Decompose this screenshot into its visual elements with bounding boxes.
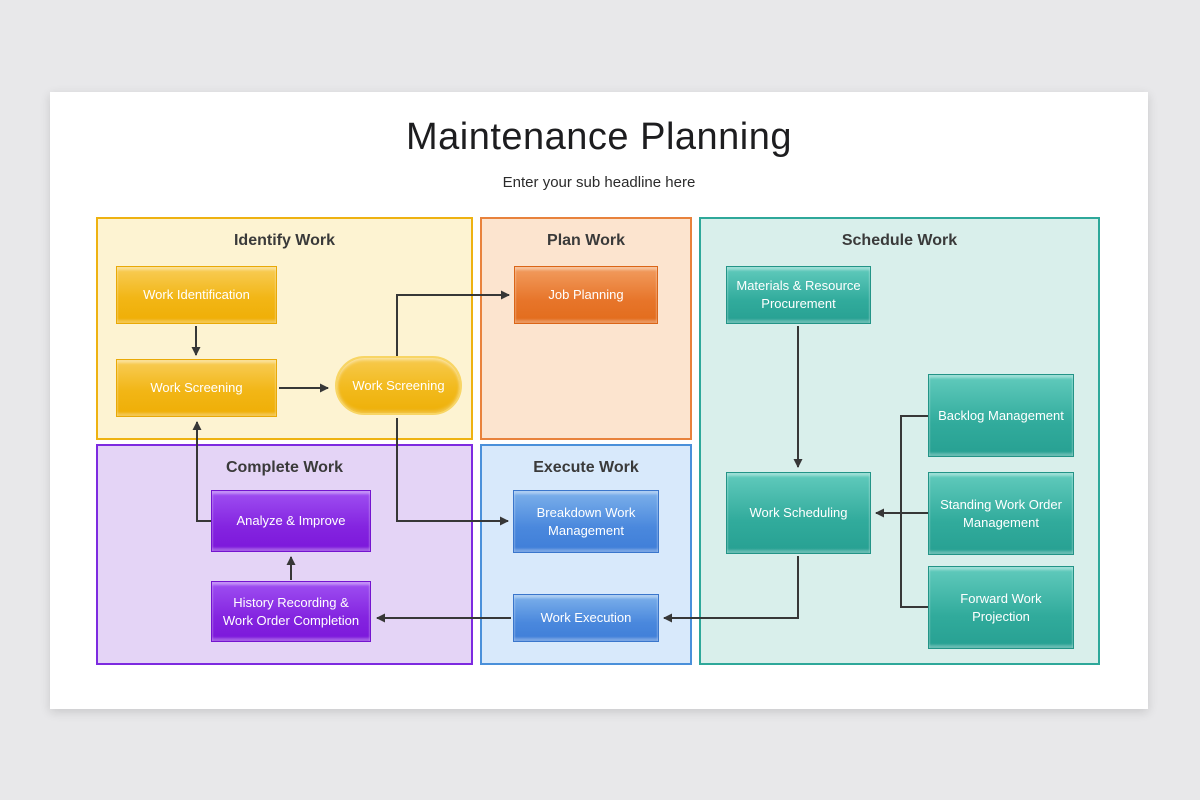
node-forward-work-projection: Forward Work Projection — [928, 566, 1074, 649]
page-subtitle: Enter your sub headline here — [502, 174, 696, 191]
node-backlog-management: Backlog Management — [928, 374, 1074, 457]
section-plan-work-title: Plan Work — [547, 232, 625, 249]
node-materials-resource-procurement: Materials & Resource Procurement — [726, 266, 871, 324]
node-history-recording: History Recording & Work Order Completio… — [211, 581, 371, 642]
node-work-screening: Work Screening — [116, 359, 277, 417]
node-work-screening-gate: Work Screening — [335, 356, 462, 415]
section-identify-work-title: Identify Work — [233, 232, 336, 249]
section-execute-work-title: Execute Work — [533, 459, 639, 476]
node-job-planning: Job Planning — [514, 266, 658, 324]
node-analyze-improve: Analyze & Improve — [211, 490, 371, 552]
node-work-scheduling: Work Scheduling — [726, 472, 871, 554]
section-complete-work-title: Complete Work — [225, 459, 344, 476]
section-plan-work: Plan Work — [480, 217, 692, 440]
node-work-identification: Work Identification — [116, 266, 277, 324]
node-standing-work-order-management: Standing Work Order Management — [928, 472, 1074, 555]
section-schedule-work-title: Schedule Work — [841, 232, 958, 249]
node-work-execution: Work Execution — [513, 594, 659, 642]
page-title: Maintenance Planning — [405, 116, 793, 158]
node-breakdown-work-management: Breakdown Work Management — [513, 490, 659, 553]
